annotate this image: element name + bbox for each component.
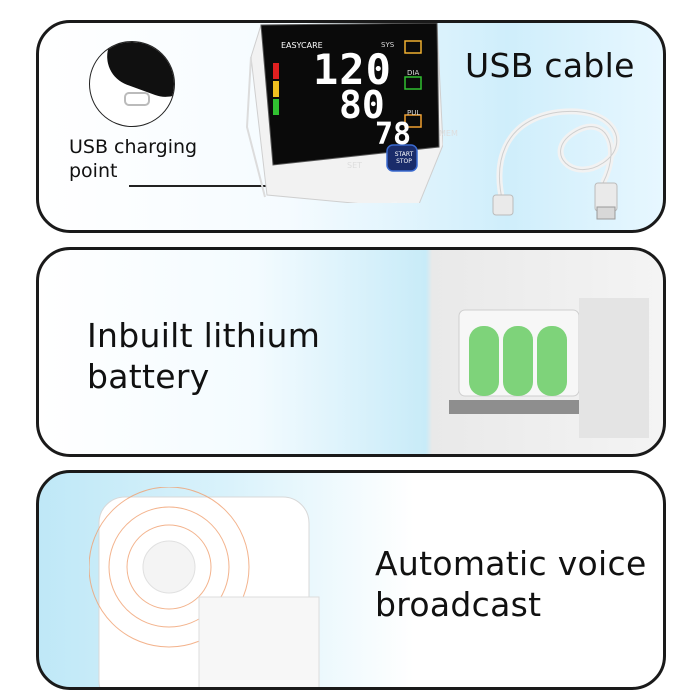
blood-pressure-monitor	[245, 23, 443, 203]
panel-voice-broadcast: Automatic voice broadcast	[36, 470, 666, 690]
panel-usb-cable: USB charging point 120 80 78 EASYCARE SY…	[36, 20, 666, 233]
battery-compartment-image	[449, 298, 649, 438]
battery-caption: Inbuilt lithium battery	[87, 316, 321, 397]
usb-port-zoom	[89, 41, 175, 127]
device-label-sticker	[198, 596, 320, 687]
panel-lithium-battery: Inbuilt lithium battery	[36, 247, 666, 457]
usb-cable-caption: USB cable	[465, 46, 635, 85]
usb-port-icon	[124, 92, 150, 106]
speaker-grille-icon	[142, 540, 196, 594]
usb-cable-image	[492, 108, 620, 220]
systolic-readout: 120	[313, 45, 392, 94]
pul-label: PUL	[407, 109, 421, 117]
start-stop-button-label: START STOP	[394, 151, 414, 165]
battery-cell-icon	[469, 326, 499, 396]
brand-logo: EASYCARE	[281, 41, 323, 50]
set-button-label: SET	[347, 161, 363, 170]
battery-cell-icon	[537, 326, 567, 396]
voice-broadcast-caption: Automatic voice broadcast	[375, 544, 647, 625]
usb-charging-point-label: USB charging point	[69, 136, 198, 182]
sound-wave-ring	[126, 524, 212, 610]
battery-cell-icon	[503, 326, 533, 396]
usb-c-connector-icon	[492, 194, 514, 216]
pulse-readout: 78	[375, 117, 412, 152]
mem-button-label: MEM	[439, 129, 458, 138]
callout-leader-line	[129, 185, 319, 187]
sound-wave-ring	[89, 487, 250, 648]
sound-wave-ring	[108, 506, 230, 628]
device-back-speaker-image	[89, 487, 320, 687]
sys-label: SYS	[381, 41, 395, 49]
diastolic-readout: 80	[339, 83, 385, 127]
dia-label: DIA	[407, 69, 420, 77]
